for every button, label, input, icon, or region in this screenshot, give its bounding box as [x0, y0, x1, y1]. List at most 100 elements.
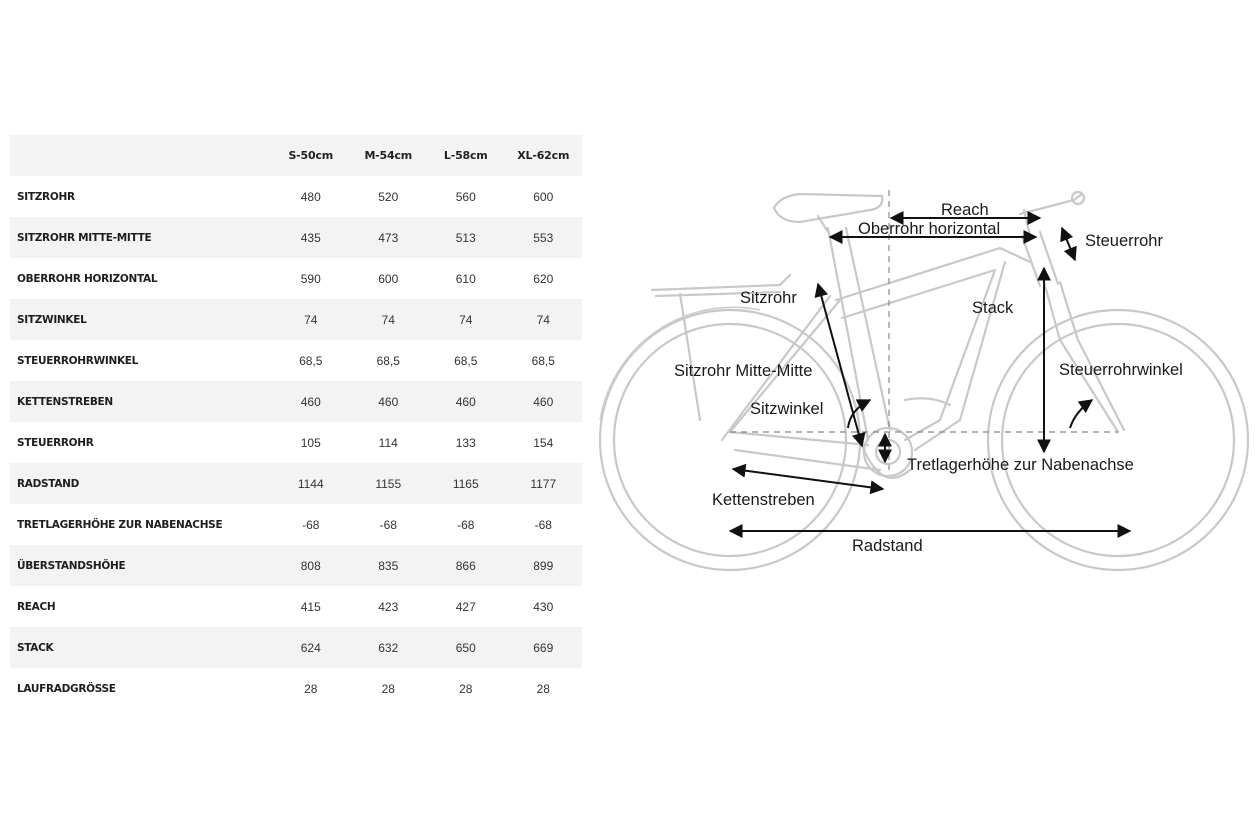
cell-value: 415 [300, 599, 321, 614]
steuerrohrwinkel-arc [1069, 399, 1094, 429]
cell-value: 610 [455, 271, 476, 286]
label-sitzwinkel: Sitzwinkel [750, 400, 823, 418]
label-steuerrohrwinkel: Steuerrohrwinkel [1059, 361, 1183, 379]
cell-value: 632 [378, 640, 399, 655]
cell-value: 1155 [375, 476, 402, 491]
cell-value: 133 [455, 435, 476, 450]
cell-value: 1177 [530, 476, 557, 491]
cell-value: 423 [378, 599, 399, 614]
cell-value: 154 [533, 435, 554, 450]
table-row: SITZROHR 480 520 560 600 [10, 176, 582, 217]
table-row: STACK 624 632 650 669 [10, 627, 582, 668]
label-sitzrohr-mitte-mitte: Sitzrohr Mitte-Mitte [674, 362, 812, 380]
cell-value: 620 [533, 271, 554, 286]
cell-value: 28 [304, 681, 318, 696]
cell-value: 105 [300, 435, 321, 450]
row-label: STACK [17, 641, 54, 654]
cell-value: -68 [457, 517, 475, 532]
cell-value: 427 [455, 599, 476, 614]
cell-value: -68 [379, 517, 397, 532]
table-row: OBERROHR HORIZONTAL 590 600 610 620 [10, 258, 582, 299]
table-row: LAUFRADGRÖSSE 28 28 28 28 [10, 668, 582, 709]
bike-frame [720, 226, 1126, 479]
cell-value: 624 [300, 640, 321, 655]
row-label: REACH [17, 600, 56, 613]
cell-value: 560 [455, 189, 476, 204]
cell-value: 68,5 [454, 353, 478, 368]
handlebar [1018, 190, 1086, 238]
cell-value: -68 [534, 517, 552, 532]
cell-value: 435 [300, 230, 321, 245]
sitzwinkel-arc [847, 399, 872, 429]
geometry-table: S-50cm M-54cm L-58cm XL-62cm SITZROHR 48… [10, 135, 582, 709]
cell-value: 520 [378, 189, 399, 204]
cell-value: 835 [378, 558, 399, 573]
row-label: TRETLAGERHÖHE ZUR NABENACHSE [17, 518, 223, 531]
cell-value: 28 [381, 681, 395, 696]
table-row: ÜBERSTANDSHÖHE 808 835 866 899 [10, 545, 582, 586]
cell-value: 866 [455, 558, 476, 573]
cell-value: 1144 [297, 476, 324, 491]
cell-value: 28 [459, 681, 473, 696]
cell-value: 74 [381, 312, 395, 327]
cell-value: 600 [533, 189, 554, 204]
column-header-size: L-58cm [443, 149, 488, 162]
row-label: KETTENSTREBEN [17, 395, 113, 408]
kettenstreben-arrow [731, 463, 885, 495]
cell-value: 650 [455, 640, 476, 655]
sitzrohr-arrow [814, 282, 866, 448]
cell-value: 114 [378, 435, 398, 450]
column-header-size: M-54cm [364, 149, 413, 162]
cell-value: 513 [455, 230, 476, 245]
row-label: SITZROHR [17, 190, 75, 203]
table-row: REACH 415 423 427 430 [10, 586, 582, 627]
table-row: TRETLAGERHÖHE ZUR NABENACHSE -68 -68 -68… [10, 504, 582, 545]
cell-value: -68 [302, 517, 320, 532]
row-label: SITZROHR MITTE-MITTE [17, 231, 152, 244]
label-steuerrohr: Steuerrohr [1085, 232, 1163, 250]
cell-value: 669 [533, 640, 554, 655]
cell-value: 68,5 [299, 353, 323, 368]
cell-value: 68,5 [531, 353, 555, 368]
table-row: STEUERROHRWINKEL 68,5 68,5 68,5 68,5 [10, 340, 582, 381]
table-header-row: S-50cm M-54cm L-58cm XL-62cm [10, 135, 582, 176]
table-row: RADSTAND 1144 1155 1165 1177 [10, 463, 582, 504]
cell-value: 28 [536, 681, 550, 696]
cell-value: 480 [300, 189, 321, 204]
cell-value: 460 [533, 394, 554, 409]
cell-value: 74 [536, 312, 550, 327]
cell-value: 74 [459, 312, 473, 327]
table-row: SITZROHR MITTE-MITTE 435 473 513 553 [10, 217, 582, 258]
label-tretlagerhoehe: Tretlagerhöhe zur Nabenachse [907, 456, 1134, 474]
cell-value: 460 [378, 394, 399, 409]
label-reach: Reach [941, 201, 989, 219]
cell-value: 74 [304, 312, 318, 327]
row-label: SITZWINKEL [17, 313, 87, 326]
cell-value: 460 [455, 394, 476, 409]
cell-value: 430 [533, 599, 554, 614]
label-oberrohr-horizontal: Oberrohr horizontal [858, 220, 1000, 238]
cell-value: 899 [533, 558, 554, 573]
cell-value: 553 [533, 230, 554, 245]
table-row: KETTENSTREBEN 460 460 460 460 [10, 381, 582, 422]
cell-value: 68,5 [376, 353, 400, 368]
cell-value: 590 [300, 271, 321, 286]
table-row: STEUERROHR 105 114 133 154 [10, 422, 582, 463]
cell-value: 460 [300, 394, 321, 409]
row-label: STEUERROHR [17, 436, 94, 449]
steuerrohr-arrow [1060, 226, 1077, 262]
label-kettenstreben: Kettenstreben [712, 491, 815, 509]
table-row: SITZWINKEL 74 74 74 74 [10, 299, 582, 340]
row-label: OBERROHR HORIZONTAL [17, 272, 158, 285]
cell-value: 600 [378, 271, 399, 286]
row-label: RADSTAND [17, 477, 80, 490]
cell-value: 1165 [452, 476, 479, 491]
column-header-size: XL-62cm [517, 149, 570, 162]
cell-value: 473 [378, 230, 399, 245]
label-stack: Stack [972, 299, 1014, 317]
label-radstand: Radstand [852, 537, 923, 555]
column-header-size: S-50cm [288, 149, 334, 162]
front-wheel [986, 308, 1250, 572]
saddle [772, 192, 884, 234]
